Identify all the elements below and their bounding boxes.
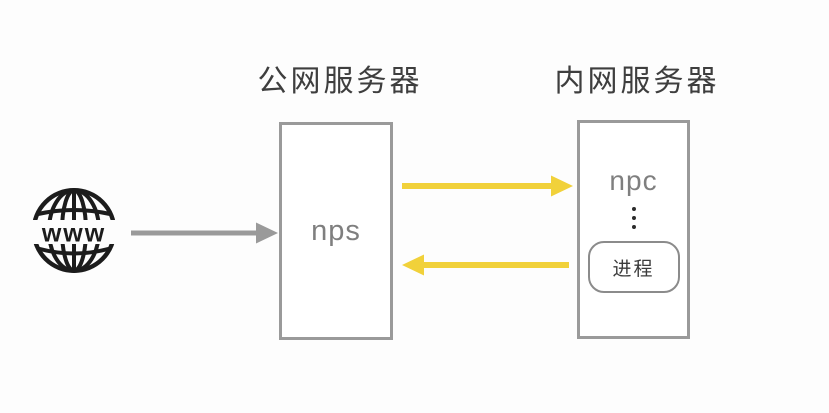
ellipsis-dot [631, 207, 636, 211]
internet-to-nps-arrow [131, 222, 278, 244]
internet-to-nps-arrow-head [256, 222, 278, 244]
globe-latitude-top [36, 208, 112, 216]
ellipsis-dot [631, 225, 636, 229]
npc-server-box: npc 进程 [577, 120, 690, 339]
private-server-title: 内网服务器 [554, 65, 720, 98]
nps-server-box: nps [279, 122, 393, 340]
globe-label-band [30, 220, 118, 244]
npc-label: npc [609, 165, 658, 196]
ellipsis-icon [631, 207, 636, 229]
www-globe-icon: www [30, 188, 118, 273]
process-box: 进程 [587, 241, 680, 293]
www-label: www [41, 220, 106, 248]
npc-to-nps-arrow-head [402, 254, 424, 276]
globe-latitude-bottom [38, 247, 110, 256]
ellipsis-dot [631, 216, 636, 220]
process-label: 进程 [612, 258, 655, 280]
public-server-title: 公网服务器 [257, 65, 423, 98]
nps-to-npc-arrow [402, 175, 573, 197]
nps-to-npc-arrow-head [551, 175, 573, 197]
nps-label: nps [311, 214, 361, 247]
npc-to-nps-arrow [402, 254, 569, 276]
